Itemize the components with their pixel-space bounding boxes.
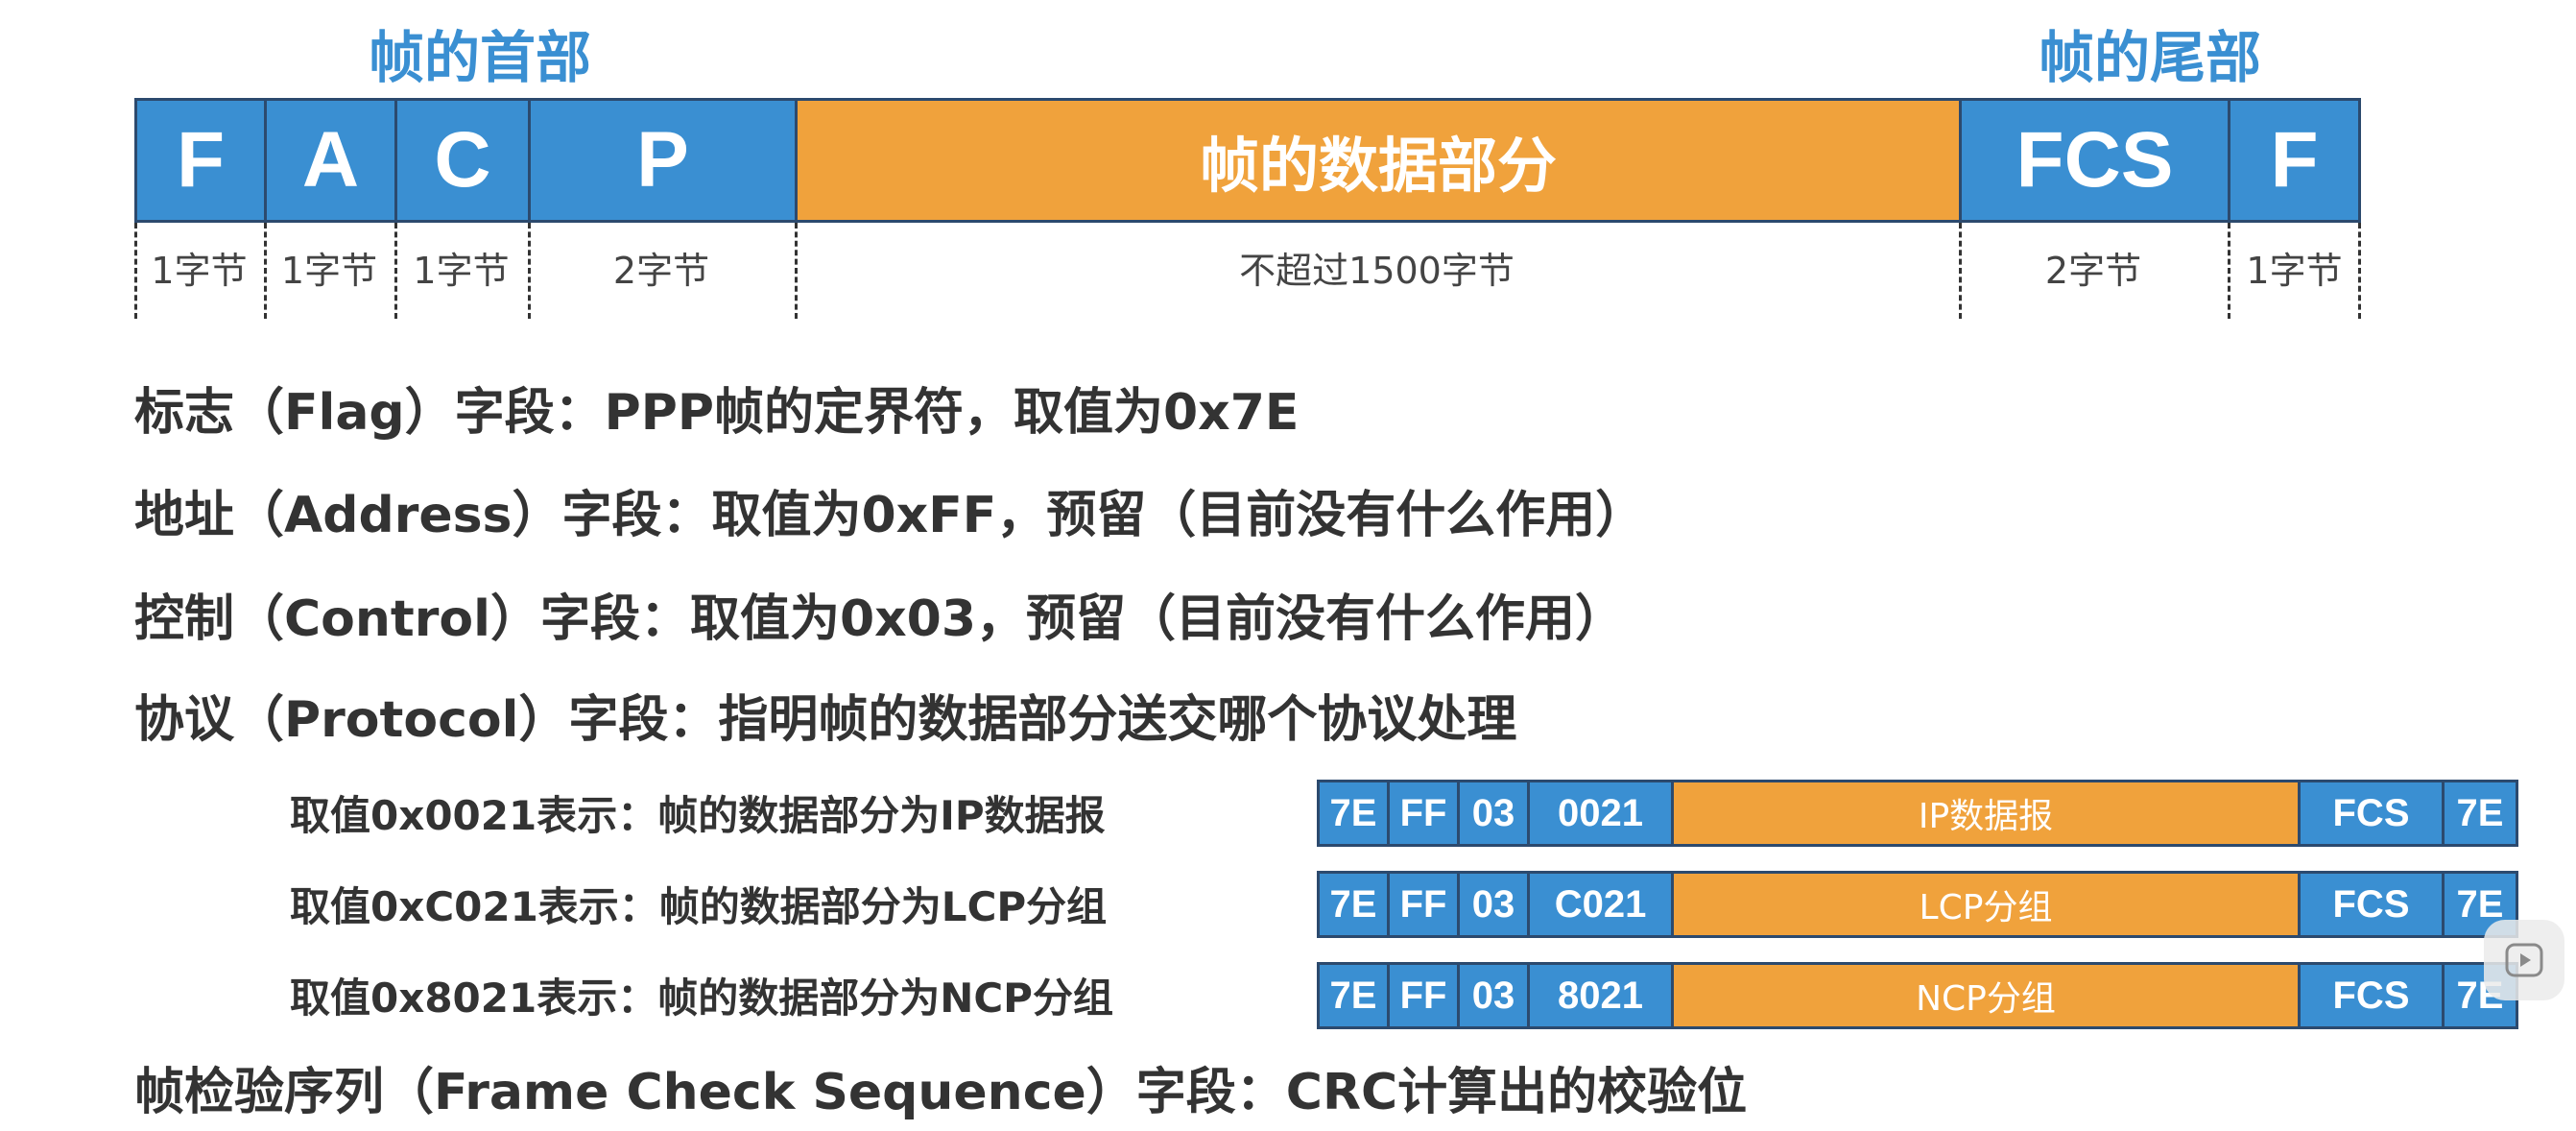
mini-frame-lcp: 7E FF 03 C021 LCP分组 FCS 7E xyxy=(1317,871,2518,938)
protocol-example-lcp-desc: 取值0xC021表示：帧的数据部分为LCP分组 xyxy=(290,883,1108,930)
divider xyxy=(394,223,397,319)
frame-tail-title: 帧的尾部 xyxy=(2038,25,2261,90)
mini-cell: 7E xyxy=(1320,965,1390,1026)
divider xyxy=(2228,223,2230,319)
mini-cell: FCS xyxy=(2301,874,2445,935)
divider xyxy=(528,223,531,319)
field-protocol-desc: 协议（Protocol）字段：指明帧的数据部分送交哪个协议处理 xyxy=(134,691,1517,749)
size-label-fcs: 2字节 xyxy=(2044,250,2142,292)
protocol-example-ncp-desc: 取值0x8021表示：帧的数据部分为NCP分组 xyxy=(290,975,1113,1022)
field-address-desc: 地址（Address）字段：取值为0xFF，预留（目前没有什么作用） xyxy=(134,487,1646,544)
size-label-flag-start: 1字节 xyxy=(151,250,248,292)
field-control-desc: 控制（Control）字段：取值为0x03，预留（目前没有什么作用） xyxy=(134,590,1626,648)
size-label-control: 1字节 xyxy=(413,250,510,292)
frame-head-title: 帧的首部 xyxy=(368,25,591,90)
mini-cell: 7E xyxy=(1320,782,1390,844)
mini-cell: FCS xyxy=(2301,782,2445,844)
play-button[interactable] xyxy=(2484,920,2564,1000)
mini-cell: 8021 xyxy=(1530,965,1674,1026)
frame-cell-protocol: P xyxy=(531,101,798,220)
frame-size-row: 1字节 1字节 1字节 2字节 不超过1500字节 2字节 1字节 xyxy=(134,223,2361,319)
frame-cell-address: A xyxy=(267,101,397,220)
mini-cell: 7E xyxy=(1320,874,1390,935)
frame-cell-flag-end: F xyxy=(2230,101,2358,220)
mini-cell-data: LCP分组 xyxy=(1674,874,2301,935)
frame-cell-control: C xyxy=(397,101,531,220)
frame-cell-fcs: FCS xyxy=(1962,101,2230,220)
divider xyxy=(1959,223,1962,319)
ppp-frame: F A C P 帧的数据部分 FCS F xyxy=(134,98,2361,223)
field-fcs-desc: 帧检验序列（Frame Check Sequence）字段：CRC计算出的校验位 xyxy=(134,1064,1748,1121)
divider xyxy=(2358,223,2361,319)
size-label-protocol: 2字节 xyxy=(612,250,710,292)
mini-cell: 03 xyxy=(1460,965,1530,1026)
protocol-example-ip-desc: 取值0x0021表示：帧的数据部分为IP数据报 xyxy=(290,792,1106,839)
mini-cell: 7E xyxy=(2445,782,2516,844)
mini-cell: FF xyxy=(1390,782,1460,844)
mini-cell: FCS xyxy=(2301,965,2445,1026)
field-flag-desc: 标志（Flag）字段：PPP帧的定界符，取值为0x7E xyxy=(134,384,1300,442)
mini-cell: 0021 xyxy=(1530,782,1674,844)
divider xyxy=(795,223,798,319)
mini-cell: C021 xyxy=(1530,874,1674,935)
mini-cell: 03 xyxy=(1460,782,1530,844)
frame-cell-flag-start: F xyxy=(137,101,267,220)
mini-frame-ip: 7E FF 03 0021 IP数据报 FCS 7E xyxy=(1317,780,2518,847)
size-label-data: 不超过1500字节 xyxy=(1239,250,1515,292)
divider xyxy=(134,223,137,319)
mini-cell-data: IP数据报 xyxy=(1674,782,2301,844)
mini-cell: FF xyxy=(1390,874,1460,935)
divider xyxy=(264,223,267,319)
frame-cell-data: 帧的数据部分 xyxy=(798,101,1962,220)
play-icon xyxy=(2505,943,2543,977)
size-label-address: 1字节 xyxy=(280,250,378,292)
mini-cell: FF xyxy=(1390,965,1460,1026)
size-label-flag-end: 1字节 xyxy=(2246,250,2343,292)
mini-frame-ncp: 7E FF 03 8021 NCP分组 FCS 7E xyxy=(1317,962,2518,1029)
mini-cell: 03 xyxy=(1460,874,1530,935)
mini-cell-data: NCP分组 xyxy=(1674,965,2301,1026)
